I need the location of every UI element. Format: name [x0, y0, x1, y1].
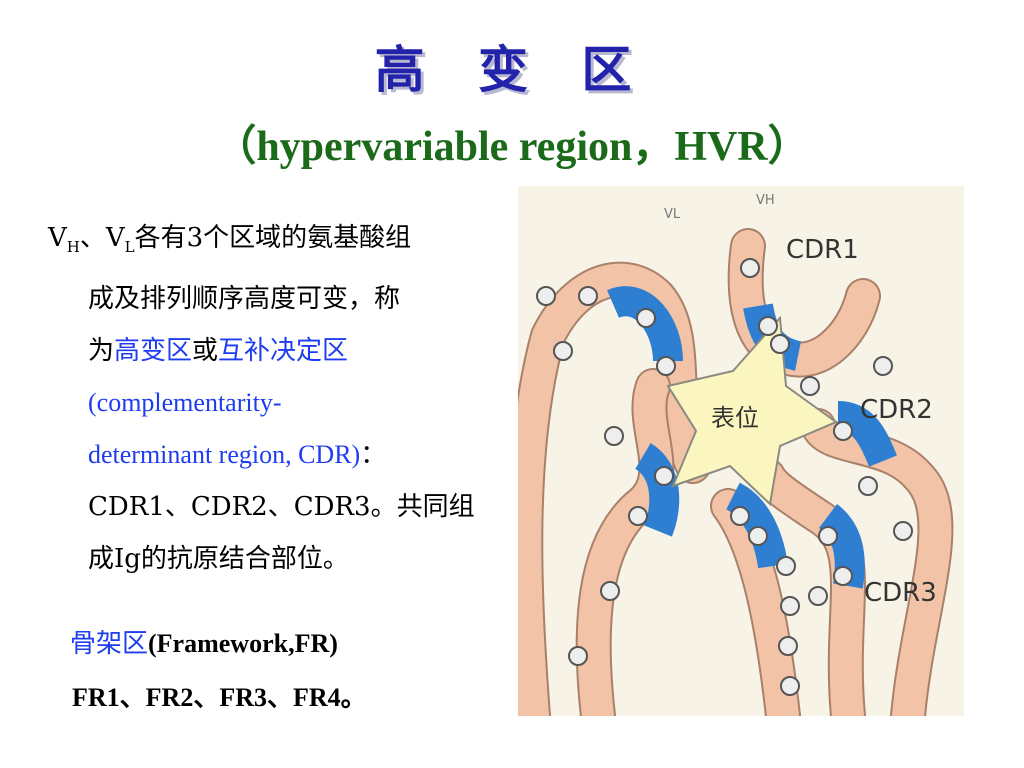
residue-marker-6	[604, 426, 624, 446]
cdr1-label: CDR1	[786, 235, 859, 265]
residue-marker-12	[758, 316, 778, 336]
para-line-1: VH、VL各有3个区域的氨基酸组	[48, 212, 508, 273]
framework-heading: 骨架区(Framework,FR)	[70, 622, 338, 666]
residue-marker-5	[656, 356, 676, 376]
para-line-6: CDR1、CDR2、CDR3。共同组	[88, 492, 475, 522]
cdr2-label: CDR2	[860, 395, 933, 425]
residue-marker-17	[858, 476, 878, 496]
hypervariable-term: 高变区	[114, 336, 193, 366]
residue-marker-8	[628, 506, 648, 526]
vl-v: V	[105, 223, 125, 253]
residue-marker-9	[600, 581, 620, 601]
para-line-4: (complementarity-	[88, 388, 282, 417]
cdr-segment-3	[836, 401, 897, 467]
chain-loop-2	[577, 370, 673, 716]
residue-marker-3	[578, 286, 598, 306]
para-line-2: 成及排列顺序高度可变，称	[88, 284, 401, 314]
description-paragraph: VH、VL各有3个区域的氨基酸组 成及排列顺序高度可变，称 为高变区或互补决定区…	[48, 212, 508, 585]
residue-marker-26	[780, 676, 800, 696]
vh-chain-label: VH	[756, 193, 775, 208]
framework-list: FR1、FR2、FR3、FR4。	[72, 683, 367, 712]
vl-chain-label: VL	[664, 207, 681, 222]
residue-marker-13	[770, 334, 790, 354]
residue-marker-16	[833, 421, 853, 441]
residue-marker-20	[833, 566, 853, 586]
residue-marker-10	[568, 646, 588, 666]
antibody-binding-site-diagram: 表位 VL VH CDR1 CDR2 CDR3	[518, 186, 964, 716]
residue-markers	[536, 258, 913, 696]
diagram-svg: 表位 VL VH CDR1 CDR2 CDR3	[518, 193, 954, 716]
para-line-7: 成Ig的抗原结合部位。	[88, 544, 349, 574]
residue-marker-4	[636, 308, 656, 328]
vh-subscript: H	[66, 238, 80, 256]
residue-marker-27	[808, 586, 828, 606]
para-line-3-pre: 为	[88, 336, 115, 366]
cdr3-label: CDR3	[864, 578, 937, 608]
chain-loop-4	[802, 410, 952, 716]
residue-marker-1	[536, 286, 556, 306]
residue-marker-11	[740, 258, 760, 278]
epitope-shape	[666, 315, 839, 507]
chain-loop-1	[518, 263, 709, 716]
para-line-1-text: 各有3个区域的氨基酸组	[134, 223, 412, 253]
para-line-3: 为高变区或互补决定区	[48, 325, 508, 377]
residue-marker-25	[778, 636, 798, 656]
cdr-term: 互补决定区	[218, 336, 349, 366]
residue-marker-22	[748, 526, 768, 546]
residue-marker-18	[893, 521, 913, 541]
vh-symbol: VH	[48, 223, 80, 256]
residue-marker-21	[730, 506, 750, 526]
residue-marker-15	[873, 356, 893, 376]
framework-english: (Framework,FR)	[148, 629, 338, 658]
residue-marker-7	[654, 466, 674, 486]
cdr-segment-6	[634, 443, 680, 537]
slide-subtitle: （hypervariable region，HVR）	[214, 124, 810, 170]
vl-symbol: VL	[105, 223, 135, 256]
vh-v: V	[48, 223, 67, 253]
cdr-segment-5	[725, 482, 788, 569]
para-line-5-colon: ：	[360, 440, 387, 470]
residue-marker-23	[776, 556, 796, 576]
slide-title: 高 变 区	[374, 41, 650, 99]
para-line-3-mid: 或	[192, 336, 219, 366]
residue-marker-24	[780, 596, 800, 616]
residue-marker-14	[800, 376, 820, 396]
residue-marker-2	[553, 341, 573, 361]
separator: 、	[79, 223, 106, 253]
cdr-english-term: determinant region, CDR)	[88, 440, 361, 469]
framework-term: 骨架区	[70, 629, 149, 659]
para-line-5: determinant region, CDR)：	[48, 429, 508, 481]
vl-subscript: L	[124, 238, 135, 256]
epitope-label: 表位	[711, 404, 759, 432]
residue-marker-19	[818, 526, 838, 546]
